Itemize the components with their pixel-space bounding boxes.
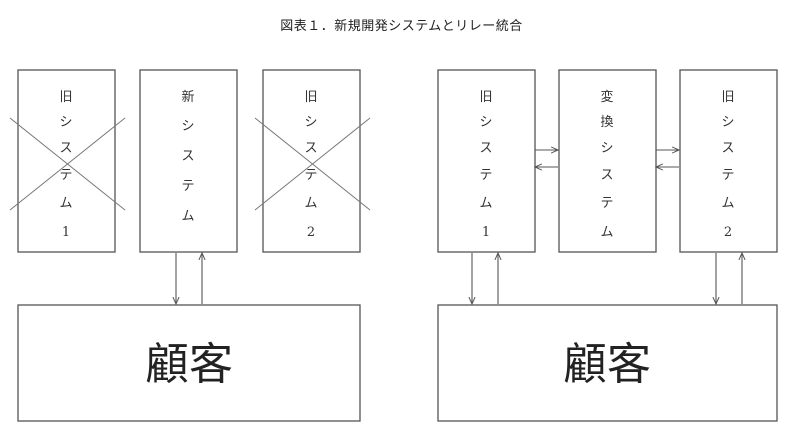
label-char: ム — [600, 225, 613, 240]
right-old-system-2-label: 旧 シ ス テ ム 2 — [721, 90, 734, 240]
left-diagram: 旧 シ ス テ ム 1 新 シ ス テ ム — [9, 69, 371, 422]
label-char: 変 — [600, 89, 613, 105]
right-old-system-1-label: 旧 シ ス テ ム 1 — [479, 90, 492, 240]
left-old-system-1-label: 旧 シ ス テ ム 1 — [59, 90, 72, 240]
label-char: シ — [304, 115, 317, 130]
right-customer-label: 顧客 — [563, 339, 651, 390]
left-old-system-1-box: 旧 シ ス テ ム 1 — [9, 69, 126, 253]
label-char: 1 — [482, 225, 490, 240]
label-char: 旧 — [59, 90, 72, 105]
right-diagram: 旧 シ ス テ ム 1 変 換 シ ス テ ム 旧 — [437, 69, 778, 422]
right-conversion-system-label: 変 換 シ ス テ ム — [600, 89, 613, 240]
label-char: 旧 — [304, 90, 317, 105]
right-old1-customer-arrows — [472, 253, 498, 304]
label-char: ム — [479, 196, 492, 211]
label-char: ム — [304, 196, 317, 211]
right-old-system-2-box: 旧 シ ス テ ム 2 — [679, 69, 778, 253]
label-char: 旧 — [721, 90, 734, 105]
label-char: シ — [600, 141, 613, 156]
label-char: テ — [59, 168, 72, 183]
label-char: シ — [59, 115, 72, 130]
label-char: テ — [181, 179, 194, 194]
label-char: 旧 — [479, 90, 492, 105]
label-char: 2 — [724, 225, 732, 240]
label-char: シ — [721, 115, 734, 130]
right-old-system-1-box: 旧 シ ス テ ム 1 — [437, 69, 536, 253]
label-char: ム — [59, 196, 72, 211]
label-char: 2 — [307, 225, 315, 240]
label-char: テ — [600, 196, 613, 211]
label-char: ム — [721, 196, 734, 211]
left-new-system-label: 新 シ ス テ ム — [181, 89, 194, 224]
label-char: テ — [479, 168, 492, 183]
label-char: ス — [721, 141, 734, 156]
label-char: ス — [304, 141, 317, 156]
label-char: ス — [181, 149, 194, 164]
left-customer-box: 顧客 — [17, 304, 361, 422]
right-old2-customer-arrows — [716, 253, 742, 304]
right-conversion-old2-arrows — [656, 150, 679, 167]
label-char: 新 — [181, 89, 194, 105]
label-char: テ — [721, 168, 734, 183]
label-char: 換 — [600, 115, 613, 130]
right-customer-box: 顧客 — [437, 304, 778, 422]
label-char: ム — [181, 209, 194, 224]
left-old-system-1-cross-mark — [9, 117, 126, 211]
left-customer-label: 顧客 — [145, 339, 233, 390]
left-old-system-2-cross-mark — [254, 117, 371, 211]
left-new-customer-arrows — [176, 253, 202, 304]
left-new-system-box: 新 シ ス テ ム — [139, 69, 238, 253]
label-char: テ — [304, 168, 317, 183]
label-char: シ — [181, 119, 194, 134]
figure-title: 図表１．新規開発システムとリレー統合 — [280, 19, 523, 34]
label-char: ス — [479, 141, 492, 156]
label-char: シ — [479, 115, 492, 130]
label-char: ス — [600, 168, 613, 183]
label-char: 1 — [62, 225, 70, 240]
left-old-system-2-box: 旧 シ ス テ ム 2 — [254, 69, 371, 253]
right-old1-conversion-arrows — [535, 150, 558, 167]
right-conversion-system-box: 変 換 シ ス テ ム — [558, 69, 657, 253]
left-old-system-2-label: 旧 シ ス テ ム 2 — [304, 90, 317, 240]
label-char: ス — [59, 141, 72, 156]
